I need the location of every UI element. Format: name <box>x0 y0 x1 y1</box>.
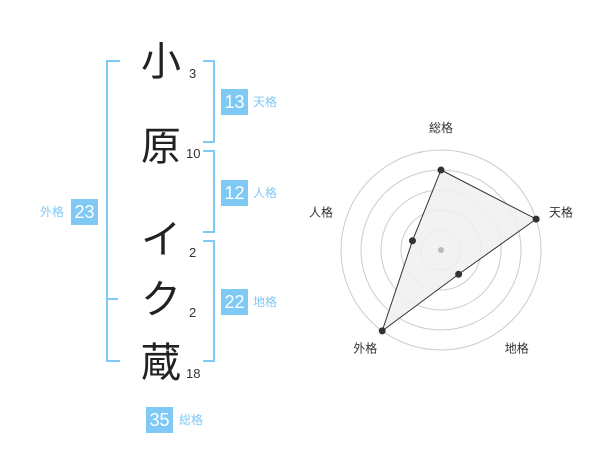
gaikaku-value: 23 <box>71 199 98 225</box>
stroke-count-4: 2 <box>189 305 197 320</box>
radar-axis-label-5: 人格 <box>309 204 333 219</box>
radar-point-5 <box>408 237 416 245</box>
jinkaku-value: 12 <box>221 180 248 206</box>
name-char-2: 原 <box>141 124 181 170</box>
name-char-3: イ <box>141 217 181 263</box>
jinkaku-label: 人格 <box>253 186 278 200</box>
chikaku-bracket <box>203 240 215 362</box>
name-char-5: 蔵 <box>141 340 181 386</box>
tenkaku-bracket <box>203 60 215 143</box>
radar-area <box>381 169 538 333</box>
stroke-count-5: 18 <box>186 366 201 381</box>
stroke-count-3: 2 <box>189 245 197 260</box>
gaikaku-bracket <box>106 60 120 362</box>
radar-point-3 <box>455 270 463 278</box>
gaikaku-bracket-divider <box>106 298 118 300</box>
jinkaku-bracket <box>203 150 215 233</box>
radar-point-4 <box>378 327 386 335</box>
chikaku-value: 22 <box>221 289 248 315</box>
radar-axis-label-1: 総格 <box>429 120 453 135</box>
gaikaku-label: 外格 <box>40 205 65 219</box>
soukaku-label: 総格 <box>179 413 204 427</box>
radar-ring-5 <box>340 149 542 351</box>
chikaku-label: 地格 <box>253 295 278 309</box>
radar-center-dot <box>438 247 444 253</box>
name-char-4: ク <box>141 277 181 323</box>
radar-axis-label-2: 天格 <box>549 204 573 219</box>
radar-axis-label-4: 外格 <box>353 341 377 356</box>
soukaku-value: 35 <box>146 407 173 433</box>
radar-point-1 <box>437 166 445 174</box>
stroke-count-1: 3 <box>189 66 197 81</box>
tenkaku-label: 天格 <box>253 95 278 109</box>
name-char-1: 小 <box>141 39 181 85</box>
stroke-count-2: 10 <box>186 146 201 161</box>
radar-point-2 <box>532 215 540 223</box>
tenkaku-value: 13 <box>221 89 248 115</box>
radar-axis-label-3: 地格 <box>505 341 529 356</box>
